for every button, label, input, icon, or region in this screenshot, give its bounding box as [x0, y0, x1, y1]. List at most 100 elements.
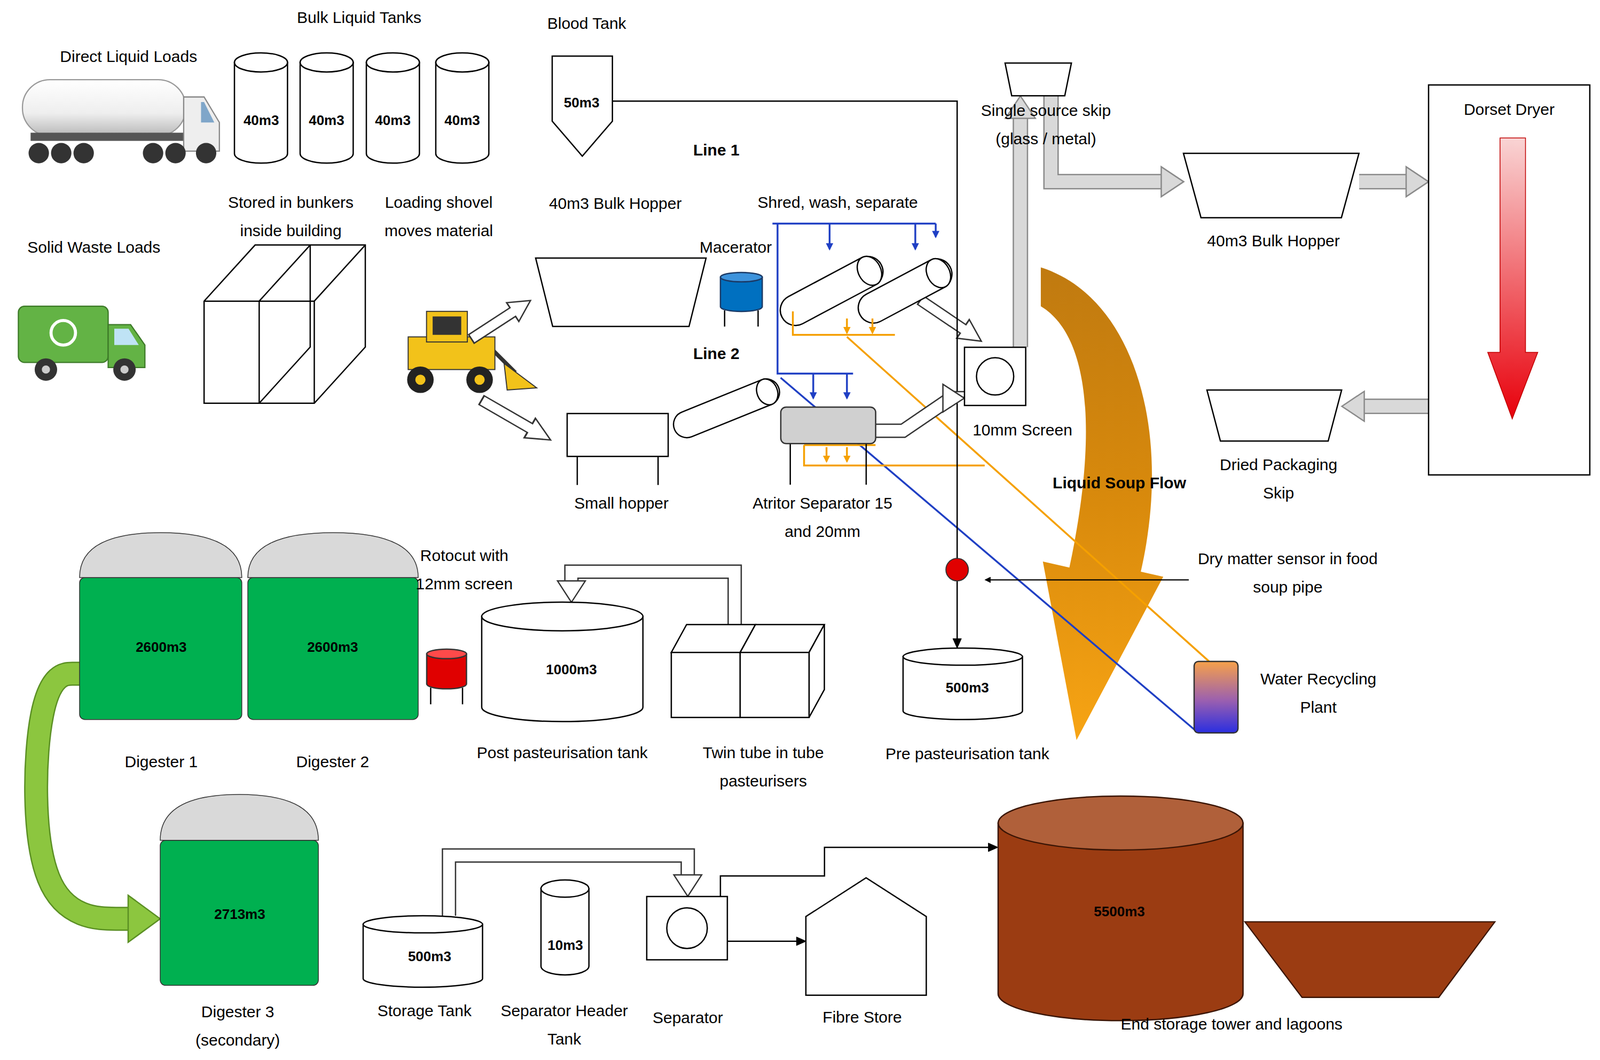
flow-connector [875, 383, 964, 431]
tank-body [540, 888, 590, 975]
tanker-truck-part [22, 79, 186, 136]
volume-label: 40m3 [230, 106, 293, 135]
connector-fill [1359, 175, 1410, 188]
loading-shovel-part [504, 363, 537, 390]
screen-unit: Separator [646, 896, 728, 960]
node-label: Fibre Store [780, 1002, 945, 1031]
waste-truck [18, 306, 145, 381]
connector-heads [943, 383, 965, 412]
node-shape [435, 52, 489, 163]
conveyor-part-part [852, 253, 958, 328]
tank-body [998, 822, 1244, 1021]
connector-heads [128, 895, 161, 943]
volume-label: 40m3 [362, 106, 424, 135]
annotation-label: Liquid Soup Flow [1034, 468, 1204, 497]
node-shape [1428, 84, 1590, 475]
tanker-truck-part [51, 142, 72, 163]
connector-fill [875, 397, 951, 431]
node-label: Rotocut with 12mm screen [397, 540, 531, 598]
volume-label: 50m3 [551, 88, 613, 117]
node-shape [426, 648, 467, 704]
wash-water-pipe-part [934, 223, 937, 237]
tank-top [903, 647, 1023, 665]
node-label: Post pasteurisation tank [470, 738, 655, 767]
overlay-part [945, 558, 1189, 581]
node-label: Separator [621, 1002, 755, 1032]
loading-shovel-part [426, 311, 468, 342]
storage-tank: 40m3 [234, 52, 288, 163]
node-shape [1194, 661, 1238, 733]
support-legs [789, 443, 866, 485]
hopper-skip: 40m3 Bulk Hopper [1183, 153, 1360, 218]
storage-tank: 40m3 [435, 52, 489, 163]
storage-tank: 10m3Separator Header Tank [540, 879, 590, 975]
node-shape [366, 52, 420, 163]
tank-top [435, 52, 489, 73]
annotation-label: Line 2 [665, 339, 768, 368]
illustration-part [18, 79, 1495, 998]
small-hopper: Small hopper [567, 413, 669, 485]
atritor-separator: Atritor Separator 15 and 20mm [780, 406, 876, 485]
flow-connector [727, 936, 806, 946]
node-shape [79, 532, 242, 720]
return-water-pipe-part [845, 318, 848, 333]
arrow-head [1406, 166, 1429, 197]
return-water-pipe-part [871, 318, 874, 333]
end-storage-tower: 5500m3End storage tower and lagoons [998, 795, 1244, 1021]
node-shape [247, 532, 419, 720]
storage-tank: 40m3 [366, 52, 420, 163]
node-label: End storage tower and lagoons [1037, 1009, 1426, 1038]
flow-connector [1342, 390, 1429, 421]
tank-body [481, 616, 643, 722]
node-label: Single source skip (glass / metal) [958, 96, 1134, 153]
wash-water-pipe-part [845, 373, 848, 398]
digester-body [79, 577, 242, 720]
drying-arrow [1487, 137, 1539, 419]
connector-shaft [727, 940, 798, 941]
annotation-label: Dry matter sensor in food soup pipe [1193, 544, 1383, 601]
volume-label: 2713m3 [188, 899, 291, 929]
wash-water-pipe-part [812, 373, 814, 398]
node-label: Small hopper [539, 488, 704, 517]
connector-heads [673, 874, 702, 897]
leader-line [985, 578, 1189, 580]
volume-label: 500m3 [921, 673, 1014, 702]
wash-water-pipe-part [780, 377, 1197, 731]
node-label: Digester 1 [89, 747, 233, 776]
tanker-truck-part [73, 142, 94, 163]
screen-unit: 10mm Screen [964, 347, 1026, 406]
connector-fill [1360, 399, 1429, 413]
connector-fill [1014, 114, 1027, 347]
digester-tank: 2600m3Digester 2 [247, 532, 419, 720]
connector-outline [1360, 398, 1429, 414]
node-label: 40m3 Bulk Hopper [1171, 226, 1376, 255]
return-water-pipe-part [845, 446, 848, 462]
waste-truck-part [113, 358, 136, 381]
hopper-skip: 40m3 Bulk Hopper [535, 257, 707, 327]
node-shape [234, 52, 288, 163]
screen-housing [646, 896, 728, 960]
digester-dome [79, 532, 242, 578]
node-shape [1183, 153, 1360, 218]
loading-shovel-part [466, 366, 493, 394]
water-recycling-plant: Water Recycling Plant [1194, 661, 1238, 733]
node-shape [300, 52, 354, 163]
connector-heads [1406, 166, 1429, 197]
conveyor-part-part [753, 375, 782, 408]
hopper-outline [1005, 63, 1072, 96]
flow-arrow-part [914, 290, 988, 351]
loading-shovel-part [415, 374, 426, 385]
waste-truck-part [114, 328, 139, 345]
conveyor-part [852, 253, 958, 328]
node-shape [780, 406, 876, 485]
node-shape [540, 879, 590, 975]
tanker-truck-part [195, 142, 217, 163]
node-label: 10mm Screen [940, 415, 1105, 444]
node-label: Dorset Dryer [1432, 95, 1587, 124]
node-shape [671, 624, 825, 718]
node-shape [160, 794, 319, 985]
node-label: Macerator [664, 232, 808, 262]
node-label: 40m3 Bulk Hopper [513, 189, 718, 218]
screen-housing [964, 347, 1026, 406]
